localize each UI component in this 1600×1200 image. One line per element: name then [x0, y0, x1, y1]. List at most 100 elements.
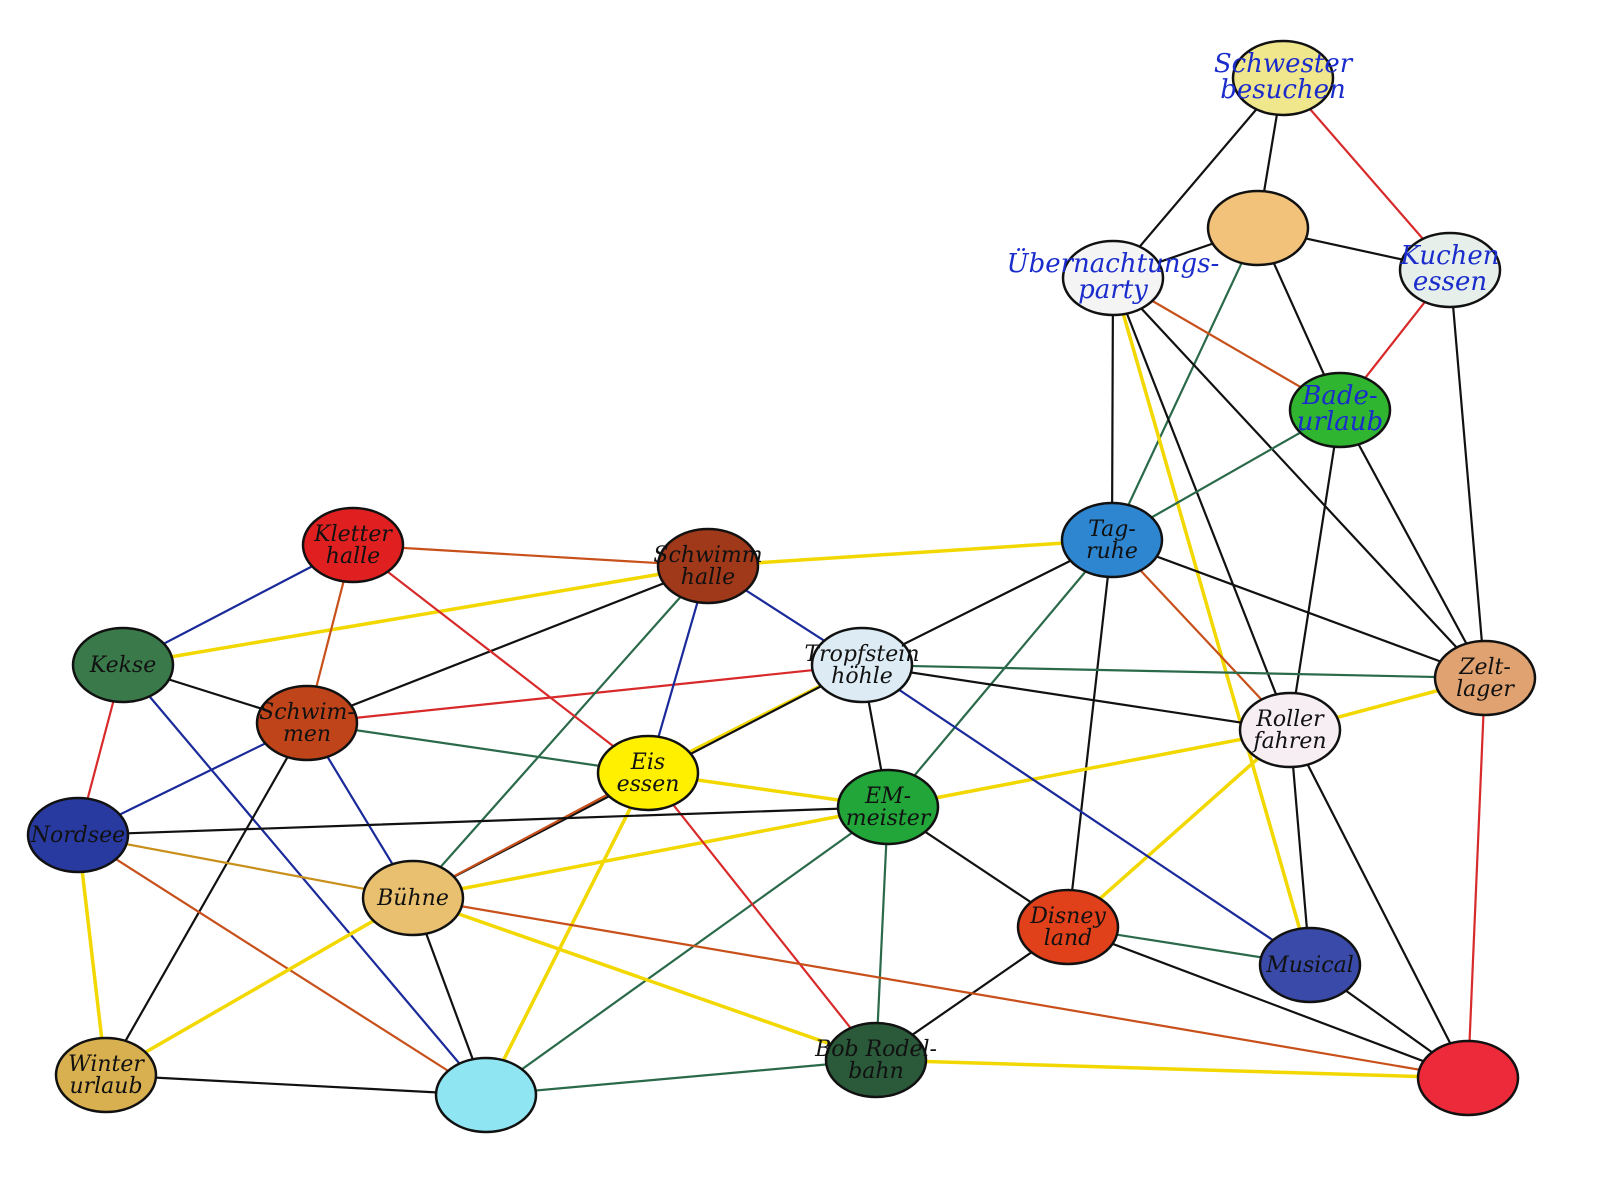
node-label: Schwim-men	[259, 700, 355, 747]
node-circle	[1060, 501, 1164, 579]
edge-musical-tropfstein	[860, 663, 1312, 967]
node-nordsee: Nordsee	[26, 796, 130, 874]
edge-tag-ruhe-disneyland	[1066, 538, 1114, 929]
edge-buehne-winterurlaub	[104, 896, 415, 1077]
node-circle	[1416, 1039, 1520, 1117]
node-label: Bühne	[376, 886, 449, 911]
node-label: Bade-urlaub	[1297, 381, 1383, 437]
node-badeurlaub: Bade-urlaub	[1288, 371, 1392, 449]
edge-rollerfahren-em-meister	[886, 728, 1292, 809]
edge-orange-top-tag-ruhe	[1110, 226, 1260, 542]
node-uebernachtung: Übernachtungs-party	[1007, 239, 1219, 317]
node-label: Tag-ruhe	[1086, 517, 1138, 564]
node-circle	[361, 859, 465, 937]
node-label: Kekse	[89, 653, 157, 678]
edge-em-meister-bobbahn	[874, 805, 890, 1062]
node-red-br	[1416, 1039, 1520, 1117]
node-circle	[1288, 371, 1392, 449]
node-circle	[255, 684, 359, 762]
node-circle	[1238, 691, 1342, 769]
node-circle	[1016, 888, 1120, 966]
edge-eis-essen-bobbahn	[646, 771, 878, 1062]
edge-eis-essen-cyan	[484, 771, 650, 1097]
edge-disneyland-red-br	[1066, 925, 1470, 1080]
node-circle	[1258, 926, 1362, 1004]
edge-uebernachtung-zeltlager	[1111, 276, 1487, 680]
edge-uebernachtung-rollerfahren	[1111, 276, 1292, 732]
node-zeltlager: Zelt-lager	[1433, 639, 1537, 717]
edge-rollerfahren-tropfstein	[860, 663, 1292, 732]
edge-buehne-bobbahn	[411, 896, 878, 1062]
node-buehne: Bühne	[361, 859, 465, 937]
edge-winterurlaub-cyan	[104, 1073, 488, 1097]
node-label: Bob Rodel-bahn	[814, 1037, 937, 1084]
node-label: EM-meister	[846, 784, 932, 831]
edge-cyan-bobbahn	[484, 1058, 878, 1097]
node-circle	[71, 626, 175, 704]
edge-rollerfahren-disneyland	[1066, 728, 1292, 929]
edge-schwimmen-halle-kletterhalle	[351, 543, 710, 568]
node-bobbahn: Bob Rodel-bahn	[814, 1021, 937, 1099]
node-circle	[656, 527, 760, 605]
edge-kekse-cyan	[121, 663, 488, 1097]
edge-tag-ruhe-schwimmen-halle	[706, 538, 1114, 568]
edge-kuchen-zeltlager	[1448, 268, 1487, 680]
node-circle	[1061, 239, 1165, 317]
edge-uebernachtung-tag-ruhe	[1110, 276, 1115, 542]
edge-em-meister-cyan	[484, 805, 890, 1097]
edge-tropfstein-schwimmen	[305, 663, 864, 725]
edge-schwimmen-halle-kekse	[121, 564, 710, 667]
node-circle	[810, 626, 914, 704]
node-tag-ruhe: Tag-ruhe	[1060, 501, 1164, 579]
edge-em-meister-buehne	[411, 805, 890, 900]
node-em-meister: EM-meister	[836, 768, 940, 846]
edge-nordsee-winterurlaub	[76, 833, 108, 1077]
node-circle	[596, 734, 700, 812]
edge-nordsee-em-meister	[76, 805, 890, 837]
edge-uebernachtung-musical	[1111, 276, 1312, 967]
edge-tag-ruhe-zeltlager	[1110, 538, 1487, 680]
node-circle	[1433, 639, 1537, 717]
node-circle	[836, 768, 940, 846]
node-circle	[54, 1036, 158, 1114]
node-label: Zelt-lager	[1456, 655, 1515, 702]
edge-nordsee-cyan	[76, 833, 488, 1097]
node-circle	[434, 1056, 538, 1134]
node-kekse: Kekse	[71, 626, 175, 704]
node-circle	[1231, 39, 1335, 117]
node-label: Musical	[1265, 953, 1354, 978]
edge-badeurlaub-rollerfahren	[1288, 408, 1342, 732]
node-circle	[301, 506, 405, 584]
edge-badeurlaub-zeltlager	[1338, 408, 1487, 680]
edge-bobbahn-red-br	[874, 1058, 1470, 1080]
edge-tag-ruhe-em-meister	[886, 538, 1114, 809]
node-label: Nordsee	[30, 823, 125, 848]
node-circle	[824, 1021, 928, 1099]
edge-tag-ruhe-rollerfahren	[1110, 538, 1292, 732]
node-orange-top	[1206, 189, 1310, 267]
edge-rollerfahren-musical	[1288, 728, 1312, 967]
node-schwimmen: Schwim-men	[255, 684, 359, 762]
edge-schwimmen-halle-buehne	[411, 564, 710, 900]
edge-nordsee-buehne	[76, 833, 415, 900]
node-musical: Musical	[1258, 926, 1362, 1004]
edge-schwimmen-winterurlaub	[104, 721, 309, 1077]
node-circle	[1398, 231, 1502, 309]
edge-buehne-red-br	[411, 896, 1470, 1080]
